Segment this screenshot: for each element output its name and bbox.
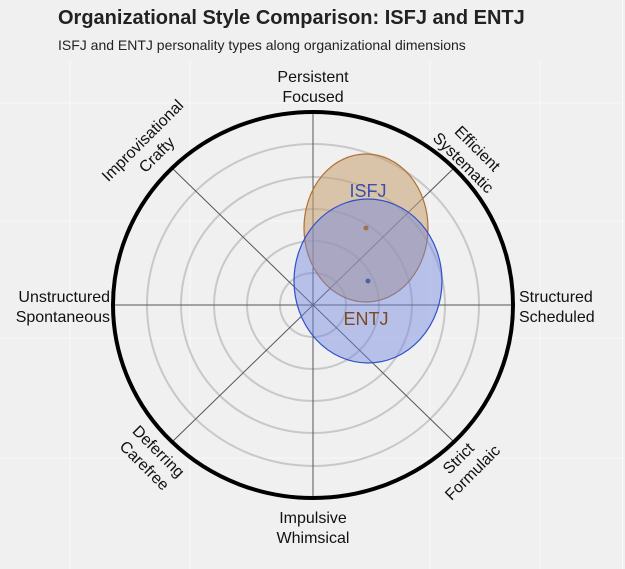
axis-label-bottom-right: Strict Formulaic: [440, 440, 504, 504]
axis-label-top-line2: Focused: [282, 89, 343, 106]
axis-label-top: Persistent Focused: [277, 69, 349, 106]
axis-label-left-line1: Unstructured: [18, 289, 110, 306]
entj-label: ENTJ: [344, 309, 389, 329]
entj-center-dot: [365, 278, 371, 284]
chart-title: Organizational Style Comparison: ISFJ an…: [58, 7, 525, 29]
axis-label-right-line2: Scheduled: [519, 309, 595, 326]
axis-label-right: Structured Scheduled: [519, 289, 595, 326]
outer-circle: [111, 110, 515, 500]
isfj-center-dot: [363, 225, 369, 231]
axis-label-bottom-left: Deferring Carefree: [116, 423, 187, 495]
axis-label-bottom-line1: Impulsive: [279, 510, 347, 527]
axis-label-left-line2: Spontaneous: [16, 309, 110, 326]
isfj-label: ISFJ: [349, 181, 386, 201]
axis-label-right-line1: Structured: [519, 289, 593, 306]
axis-label-bottom: Impulsive Whimsical: [277, 510, 350, 547]
axis-label-top-line1: Persistent: [277, 69, 349, 86]
axis-label-left: Unstructured Spontaneous: [16, 289, 110, 326]
background-grid: [0, 60, 622, 569]
axis-label-bottom-line2: Whimsical: [277, 530, 350, 547]
chart-subtitle: ISFJ and ENTJ personality types along or…: [58, 37, 466, 53]
axis-label-top-left: Improvisational Crafty: [99, 97, 187, 185]
